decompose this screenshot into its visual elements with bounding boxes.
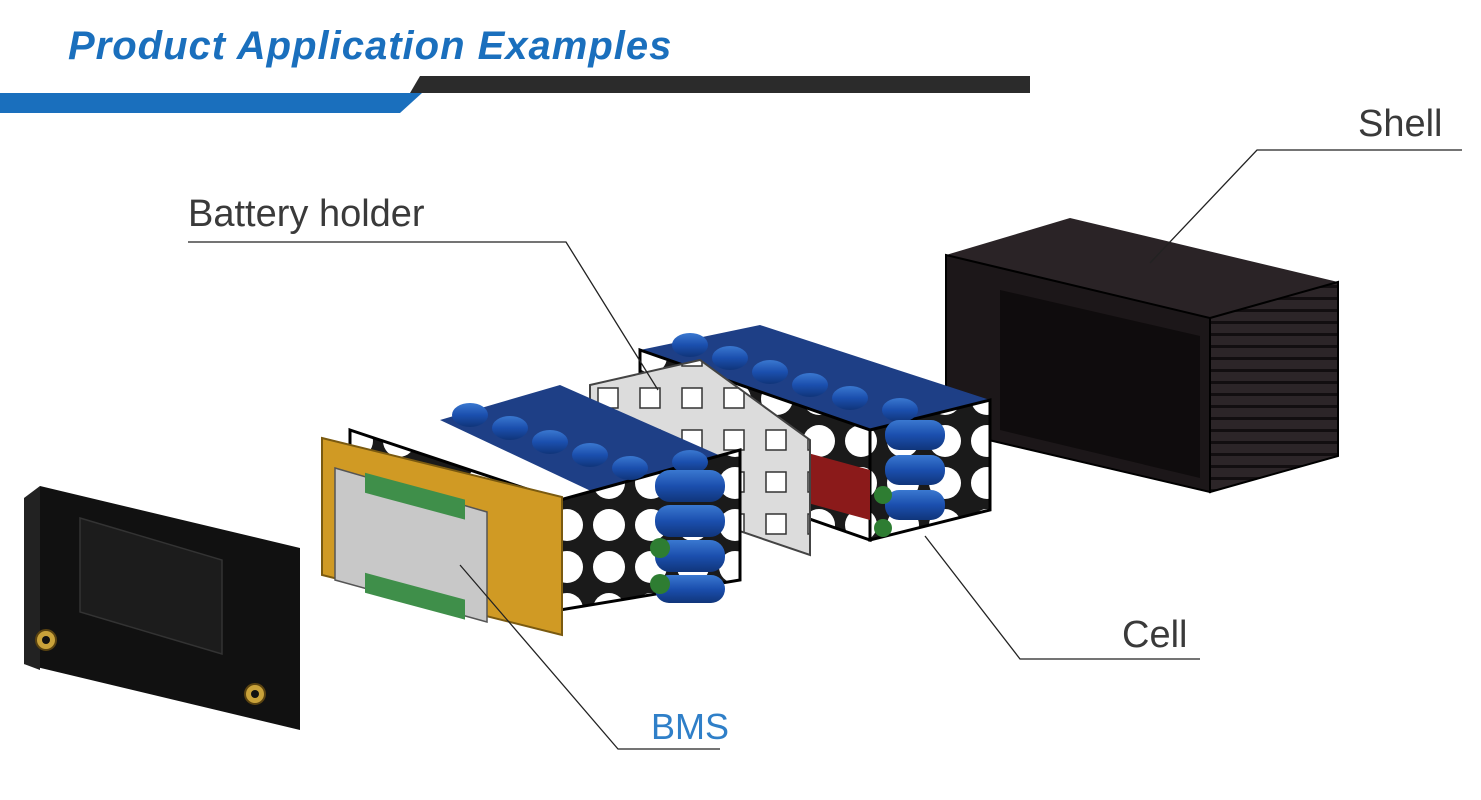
- end-cap: [24, 486, 300, 730]
- leader-shell: [1149, 149, 1462, 264]
- header-bar: [0, 76, 1030, 113]
- cells-front-top: [452, 403, 708, 480]
- leader-cell: [924, 535, 1200, 660]
- cells-back-top: [672, 333, 918, 422]
- shell: [945, 218, 1339, 494]
- label-cell: Cell: [1122, 614, 1188, 656]
- header-bar-blue: [0, 93, 422, 113]
- label-bms: BMS: [651, 706, 730, 747]
- label-shell: Shell: [1358, 103, 1443, 145]
- leader-battery-holder: [188, 241, 659, 391]
- leader-bms: [459, 564, 720, 750]
- leader-lines: [188, 149, 1462, 750]
- label-battery-holder: Battery holder: [188, 193, 425, 235]
- header-bar-dark: [410, 76, 1030, 93]
- bms-board: [321, 436, 563, 637]
- page-title: Product Application Examples: [68, 24, 673, 68]
- cells-back-side: [874, 420, 945, 537]
- cells-front-side: [650, 470, 725, 603]
